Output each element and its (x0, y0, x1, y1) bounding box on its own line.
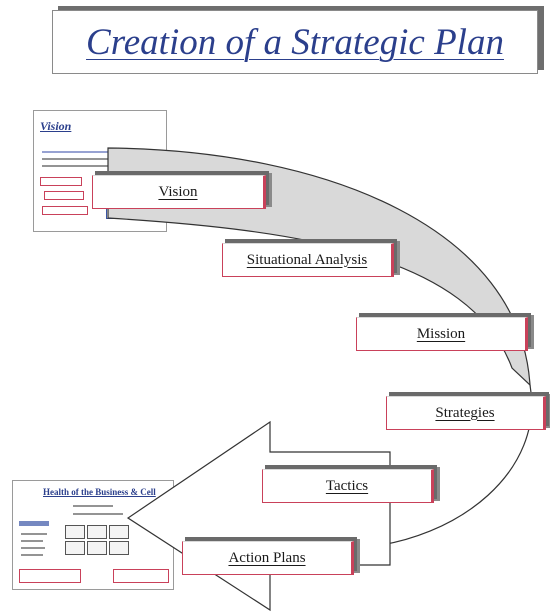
step-situational-analysis: Situational Analysis (222, 243, 394, 277)
step-mission-label: Mission (416, 325, 466, 342)
thumbnail-mini-box (113, 569, 169, 583)
step-strategies: Strategies (386, 396, 546, 430)
thumbnail-text-line (21, 554, 43, 556)
thumbnail-grid-cell (65, 541, 85, 555)
step-vision-label: Vision (158, 183, 198, 200)
title-box: Creation of a Strategic Plan (52, 10, 538, 74)
thumbnail-text-line (42, 151, 152, 153)
step-tactics-label: Tactics (325, 477, 369, 494)
thumbnail-grid-cell (109, 525, 129, 539)
thumbnail-mini-box (19, 569, 81, 583)
step-action-plans-label: Action Plans (228, 549, 306, 566)
thumbnail-grid-cell (87, 525, 107, 539)
thumbnail-text-line (21, 547, 45, 549)
thumbnail-text-line (42, 165, 142, 167)
thumbnail-text-line (73, 513, 123, 515)
thumbnail-text-line (21, 533, 47, 535)
thumbnail-grid-cell (87, 541, 107, 555)
step-tactics: Tactics (262, 469, 434, 503)
vision-thumbnail-title: Vision (40, 119, 72, 133)
health-slide-thumbnail: Health of the Business & Cell (12, 480, 174, 590)
thumbnail-mini-box (40, 177, 82, 186)
large-left-arrow (126, 420, 391, 612)
step-action-plans: Action Plans (182, 541, 354, 575)
thumbnail-grid-cell (109, 541, 129, 555)
thumbnail-text-line (73, 505, 113, 507)
step-situational-analysis-label: Situational Analysis (246, 251, 368, 268)
thumbnail-text-line (19, 521, 49, 526)
thumbnail-mini-box (44, 191, 84, 200)
step-strategies-label: Strategies (435, 404, 495, 421)
page-title: Creation of a Strategic Plan (86, 21, 504, 63)
thumbnail-mini-box (42, 206, 88, 215)
thumbnail-text-line (21, 540, 43, 542)
health-thumbnail-title: Health of the Business & Cell (43, 487, 156, 497)
thumbnail-text-line (42, 158, 146, 160)
thumbnail-grid-cell (65, 525, 85, 539)
step-mission: Mission (356, 317, 528, 351)
step-vision: Vision (92, 175, 266, 209)
